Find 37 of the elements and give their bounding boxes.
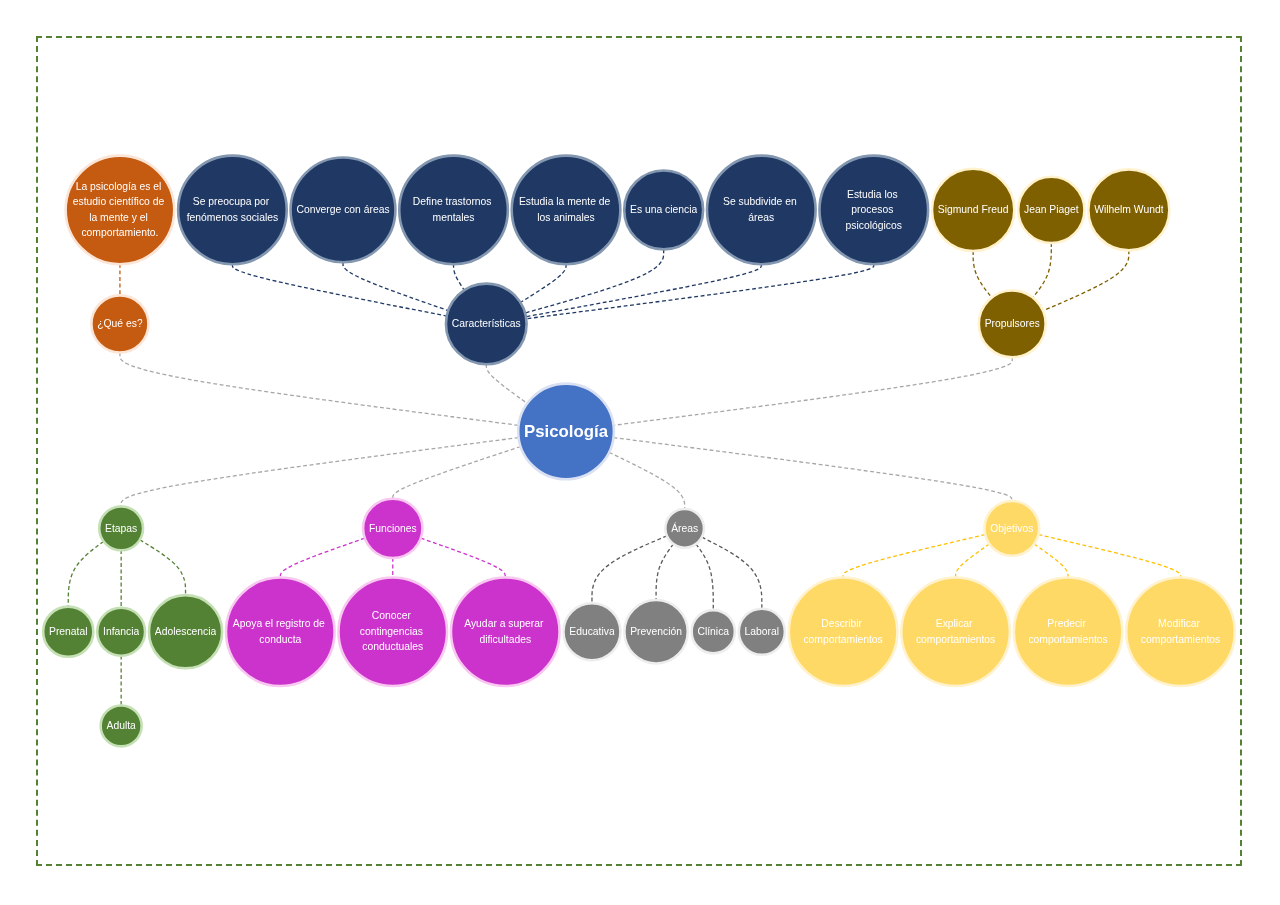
- node-circle: Prevención: [623, 598, 690, 665]
- node-circle: Propulsores: [977, 289, 1047, 359]
- node-circle: Jean Piaget: [1016, 175, 1086, 245]
- node-circle: La psicología es el estudio científico de la mente y el comportamiento.: [64, 154, 176, 266]
- node-circle: Infancia: [95, 606, 147, 657]
- node-circle: Objetivos: [983, 499, 1041, 558]
- node-circle: Converge con áreas: [289, 156, 397, 264]
- node-circle: ¿Qué es?: [90, 294, 150, 354]
- connector: [139, 539, 187, 596]
- node-circle: Estudia los procesos psicológicos: [818, 154, 930, 266]
- node-circle: Describir comportamientos: [787, 576, 899, 688]
- node-circle: Ayudar a superar dificultades: [449, 576, 561, 688]
- connector: [972, 250, 993, 299]
- node-circle: Adolescencia: [147, 593, 224, 670]
- node-circle: Etapas: [97, 505, 145, 552]
- node-circle: Sigmund Freud: [930, 167, 1016, 253]
- node-circle: Explicar comportamientos: [899, 576, 1012, 688]
- node-circle: Predecir comportamientos: [1012, 576, 1124, 688]
- node-circle: Se preocupa por fenómenos sociales: [176, 154, 288, 266]
- node-circle: Áreas: [664, 507, 706, 549]
- node-circle: Se subdivide en áreas: [705, 154, 817, 266]
- node-circle: Es una ciencia: [622, 169, 705, 251]
- node-circle: Prenatal: [41, 605, 95, 659]
- node-circle: Modificar comportamientos: [1124, 576, 1237, 688]
- node-circle: Educativa: [562, 601, 622, 662]
- node-circle: Funciones: [361, 497, 424, 560]
- node-circle: Wilhelm Wundt: [1087, 168, 1171, 252]
- node-circle: Psicología: [516, 382, 616, 481]
- node-circle: Define trastornos mentales: [397, 154, 510, 266]
- node-circle: Clínica: [690, 608, 737, 655]
- node-circle: Apoya el registro de conducta: [224, 576, 336, 688]
- connector: [231, 263, 448, 317]
- node-circle: Laboral: [737, 607, 787, 657]
- node-circle: Estudia la mente de los animales: [510, 154, 622, 266]
- node-circle: Adulta: [99, 704, 143, 748]
- node-circle: Características: [444, 282, 528, 366]
- node-circle: Conocer contingencias conductuales: [337, 576, 449, 688]
